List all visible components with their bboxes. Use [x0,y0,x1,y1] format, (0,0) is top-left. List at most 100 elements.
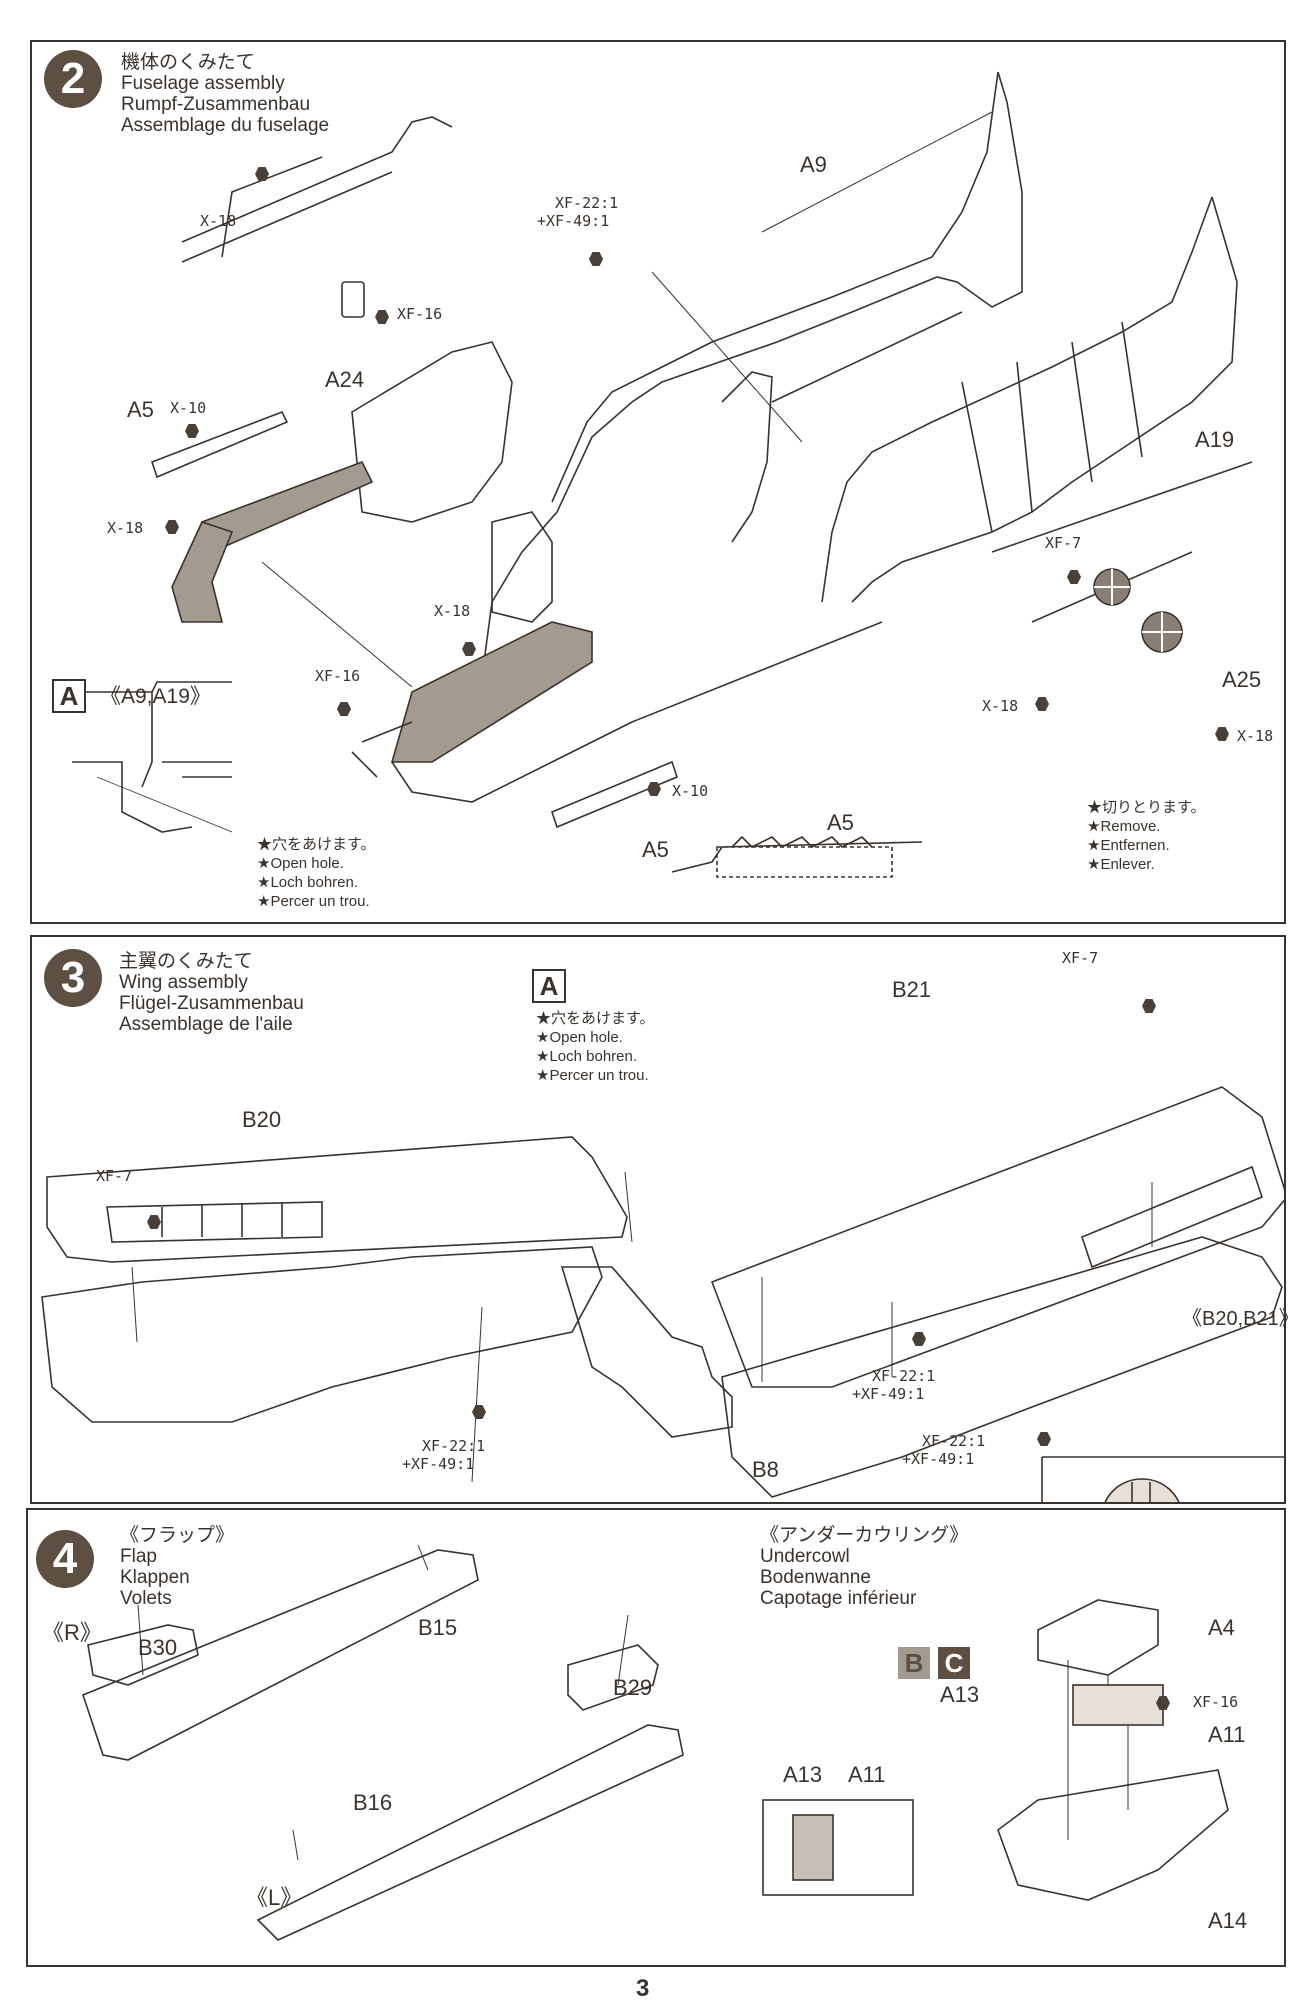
paint-pot-icon [1156,1696,1170,1710]
paint-label: XF-16 [1193,1693,1239,1711]
step-title-group: 主翼のくみたて Wing assembly Flügel-Zusammenbau… [119,951,304,1035]
paint-label: +XF-49:1 [852,1385,925,1403]
paint-label: X-18 [107,519,144,537]
note-fr: ★Percer un trou. [536,1067,649,1084]
paint-pot-icon [255,167,269,181]
paint-label: X-18 [982,697,1019,715]
wing-diagram [41,1086,1284,1502]
badge-c: C [938,1647,970,1679]
detail-badge-a: A [532,969,566,1003]
part-label-a5-detail: A5 [827,810,854,835]
title-de: Klappen [120,1567,190,1588]
paint-label: XF-7 [1062,949,1099,967]
part-label-a24: A24 [325,367,365,392]
part-label-a5: A5 [127,397,154,422]
paint-label: +XF-49:1 [902,1450,975,1468]
paint-label: XF-7 [1045,534,1082,552]
wing-b20-outline [46,1136,628,1263]
part-label-b20: B20 [242,1107,282,1132]
note-de: ★Loch bohren. [257,874,359,891]
part-a11 [1072,1684,1164,1726]
part-label-a4: A4 [1208,1615,1235,1640]
part-a24 [341,281,365,318]
part-a14 [997,1769,1229,1901]
title-jp: 主翼のくみたて [119,951,253,972]
paint-pot-icon [647,782,661,796]
paint-pot-icon [337,702,351,716]
part-label-a25: A25 [1222,667,1262,692]
wing-b21-outline [710,1086,1284,1388]
part-label-a11-inset: A11 [848,1762,886,1787]
paint-pot-icon [1215,727,1229,741]
paint-label: +XF-49:1 [537,212,610,230]
paint-label: XF-22:1 [422,1437,486,1455]
wing-lower-right-outline [721,1236,1283,1498]
title-fr: Volets [120,1588,172,1609]
note-en: ★Open hole. [257,855,344,872]
exhaust-a5-lower [551,760,678,829]
exhaust-a5-upper [150,410,289,479]
paint-label: X-10 [672,782,709,800]
paint-label: XF-22:1 [872,1367,936,1385]
part-label-a13-inset: A13 [783,1762,823,1787]
part-label-b8: B8 [752,1457,779,1482]
title-fr: Capotage inférieur [760,1588,917,1609]
step-number-badge: 3 [44,949,102,1007]
inset-label: 《B20,B21》 [1182,1308,1296,1330]
note-de: ★Loch bohren. [536,1048,638,1065]
note-jp: ★穴をあけます。 [536,1010,655,1027]
title-de: Rumpf-Zusammenbau [121,94,311,115]
part-label-a9: A9 [800,152,827,177]
part-label-b30: B30 [138,1635,178,1660]
flap-b16 [256,1724,684,1941]
title-en: Fuselage assembly [121,73,285,94]
paint-pot-icon [165,520,179,534]
page-number: 3 [636,1975,650,2002]
title-fr: Assemblage de l'aile [119,1014,293,1035]
note-jp: ★穴をあけます。 [257,836,376,853]
flap-b15 [82,1549,479,1761]
engine-shaded-part [390,621,593,763]
paint-label: XF-16 [315,667,361,685]
title-jp: 《アンダーカウリング》 [760,1525,969,1546]
part-label-a13: A13 [940,1682,980,1707]
step-number-badge: 4 [36,1530,94,1588]
paint-pot-icon [462,642,476,656]
part-label-a5: A5 [642,837,669,862]
note-en: ★Open hole. [536,1029,623,1046]
paint-pot-icon [1067,570,1081,584]
paint-label: X-18 [434,602,471,620]
part-label-b16: B16 [353,1790,393,1815]
fuselage-a19-outline [851,196,1238,603]
undercowl-inset [762,1799,914,1896]
paint-pot-icon [472,1405,486,1419]
note-en: ★Remove. [1087,818,1161,835]
title-jp: 《フラップ》 [120,1525,235,1546]
paint-pot-icon [1142,999,1156,1013]
inset-shaded-detail [1104,1478,1180,1502]
part-a4 [1037,1599,1159,1676]
side-label-right: 《R》 [42,1620,102,1645]
paint-label: +XF-49:1 [402,1455,475,1473]
note-fr: ★Enlever. [1087,856,1155,873]
part-label-a11: A11 [1208,1722,1246,1747]
step-2-fuselage-panel: 2 機体のくみたて Fuselage assembly Rumpf-Zusamm… [30,40,1286,924]
step-number-badge: 2 [44,50,102,108]
part-label-a14: A14 [1208,1908,1248,1933]
paint-pot-icon [1037,1432,1051,1446]
fuselage-diagram [72,71,1253,878]
step-4-panel: 4 《フラップ》 Flap Klappen Volets 《アンダーカウリング》… [26,1508,1286,1967]
title-de: Flügel-Zusammenbau [119,993,304,1014]
side-label-left: 《L》 [246,1885,303,1910]
paint-label: XF-16 [397,305,443,323]
remove-note: ★切りとります。 ★Remove. ★Entfernen. ★Enlever. [1087,798,1206,874]
title-en: Flap [120,1546,157,1567]
paint-label: XF-22:1 [555,194,619,212]
title-de: Bodenwanne [760,1567,871,1588]
inset-outline [1041,1456,1284,1502]
paint-pot-icon [375,310,389,324]
part-label-b29: B29 [613,1675,653,1700]
detail-a-drawing [72,681,232,833]
title-fr: Assemblage du fuselage [121,115,330,136]
part-label-b21: B21 [892,977,932,1002]
